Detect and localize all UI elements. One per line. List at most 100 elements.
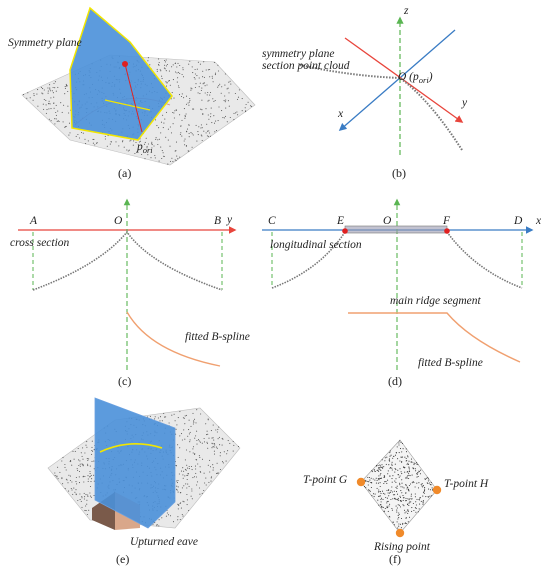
cloud-dot [207, 433, 209, 435]
cloud-dot [165, 111, 168, 113]
cloud-dot [422, 502, 424, 504]
cloud-dot [147, 57, 149, 59]
cloud-dot [209, 68, 211, 71]
cloud-dot [391, 481, 393, 483]
cloud-dot [184, 114, 186, 116]
cloud-dot [408, 490, 410, 492]
cloud-dot [83, 475, 85, 477]
cloud-dot [191, 498, 193, 500]
cloud-dot [184, 138, 186, 140]
cloud-dot [48, 100, 50, 102]
cloud-dot [241, 98, 243, 100]
cloud-dot [220, 92, 222, 94]
cloud-dot [191, 488, 193, 490]
cloud-dot [64, 466, 66, 468]
cloud-dot [196, 409, 198, 411]
symmetry-plane-a [69, 6, 173, 141]
cloud-dot [393, 490, 395, 492]
cloud-dot [52, 86, 54, 89]
cloud-dot [147, 154, 149, 156]
cloud-dot [188, 419, 190, 421]
cloud-dot [234, 92, 236, 95]
cloud-dot [144, 141, 146, 143]
cloud-dot [400, 527, 402, 529]
cloud-dot [400, 456, 402, 458]
cloud-dot [75, 493, 77, 495]
cloud-dot [171, 92, 173, 94]
cloud-dot [156, 125, 158, 127]
cloud-dot [411, 474, 413, 476]
cloud-dot [410, 458, 413, 460]
cloud-dot [61, 478, 63, 480]
cloud-dot [408, 474, 410, 476]
cloud-dot [226, 121, 228, 123]
cloud-dot [420, 469, 422, 471]
cloud-dot [186, 493, 188, 496]
cloud-dot [372, 493, 375, 495]
cloud-dot [210, 430, 212, 432]
cloud-dot [396, 521, 398, 523]
cloud-dot [222, 462, 224, 464]
cloud-dot [55, 90, 57, 92]
cloud-dot [388, 515, 390, 517]
caption-a: (a) [118, 166, 131, 180]
cloud-dot [218, 426, 220, 428]
cloud-dot [217, 428, 219, 430]
cloud-dot [211, 447, 213, 449]
cloud-dot [132, 144, 134, 146]
cloud-dot [57, 86, 59, 88]
cloud-dot [136, 151, 138, 153]
cloud-dot [395, 452, 397, 454]
cloud-dot [204, 482, 206, 484]
cloud-dot [416, 473, 418, 476]
cloud-dot [399, 448, 402, 450]
cloud-dot [398, 513, 400, 515]
cloud-dot [395, 478, 397, 480]
cloud-dot [82, 458, 84, 460]
cloud-dot [413, 481, 415, 484]
cloud-dot [380, 501, 382, 503]
cloud-dot [237, 114, 239, 116]
cloud-dot [400, 486, 402, 488]
cloud-dot [225, 460, 227, 462]
cloud-dot [414, 496, 416, 498]
cloud-dot [214, 444, 216, 446]
cloud-dot [165, 65, 167, 67]
cloud-dot [389, 503, 391, 505]
cloud-dot [429, 484, 431, 486]
cloud-dot [384, 481, 386, 483]
cloud-dot [213, 446, 215, 448]
cloud-dot [212, 467, 214, 469]
cloud-dot [399, 475, 401, 477]
cloud-dot [399, 523, 402, 525]
cloud-dot [66, 85, 68, 87]
cloud-dot [83, 481, 85, 483]
cloud-dot [402, 486, 404, 488]
cloud-dot [92, 142, 94, 144]
cloud-dot [217, 70, 220, 72]
cloud-dot [192, 477, 194, 479]
cloud-dot [130, 139, 132, 141]
cloud-dot [213, 122, 216, 124]
cloud-dot [408, 477, 410, 480]
cloud-dot [189, 60, 191, 62]
cloud-dot [199, 456, 201, 459]
cloud-dot [86, 499, 88, 501]
cloud-dot [391, 469, 393, 471]
cloud-dot [84, 452, 86, 454]
cloud-dot [221, 437, 223, 439]
cloud-dot [192, 108, 194, 110]
cloud-dot [419, 503, 421, 505]
cloud-dot [91, 449, 93, 452]
point-O-c: O [114, 215, 123, 227]
spline-label-c: fitted B-spline [185, 331, 250, 343]
cloud-dot [402, 495, 404, 497]
cloud-dot [412, 467, 414, 469]
cloud-dot [64, 126, 67, 128]
cloud-dot [237, 446, 240, 448]
cloud-dot [104, 138, 106, 140]
cloud-dot [417, 463, 419, 466]
cloud-dot [48, 102, 50, 104]
cloud-dot [56, 120, 58, 123]
cloud-dot [395, 498, 397, 500]
